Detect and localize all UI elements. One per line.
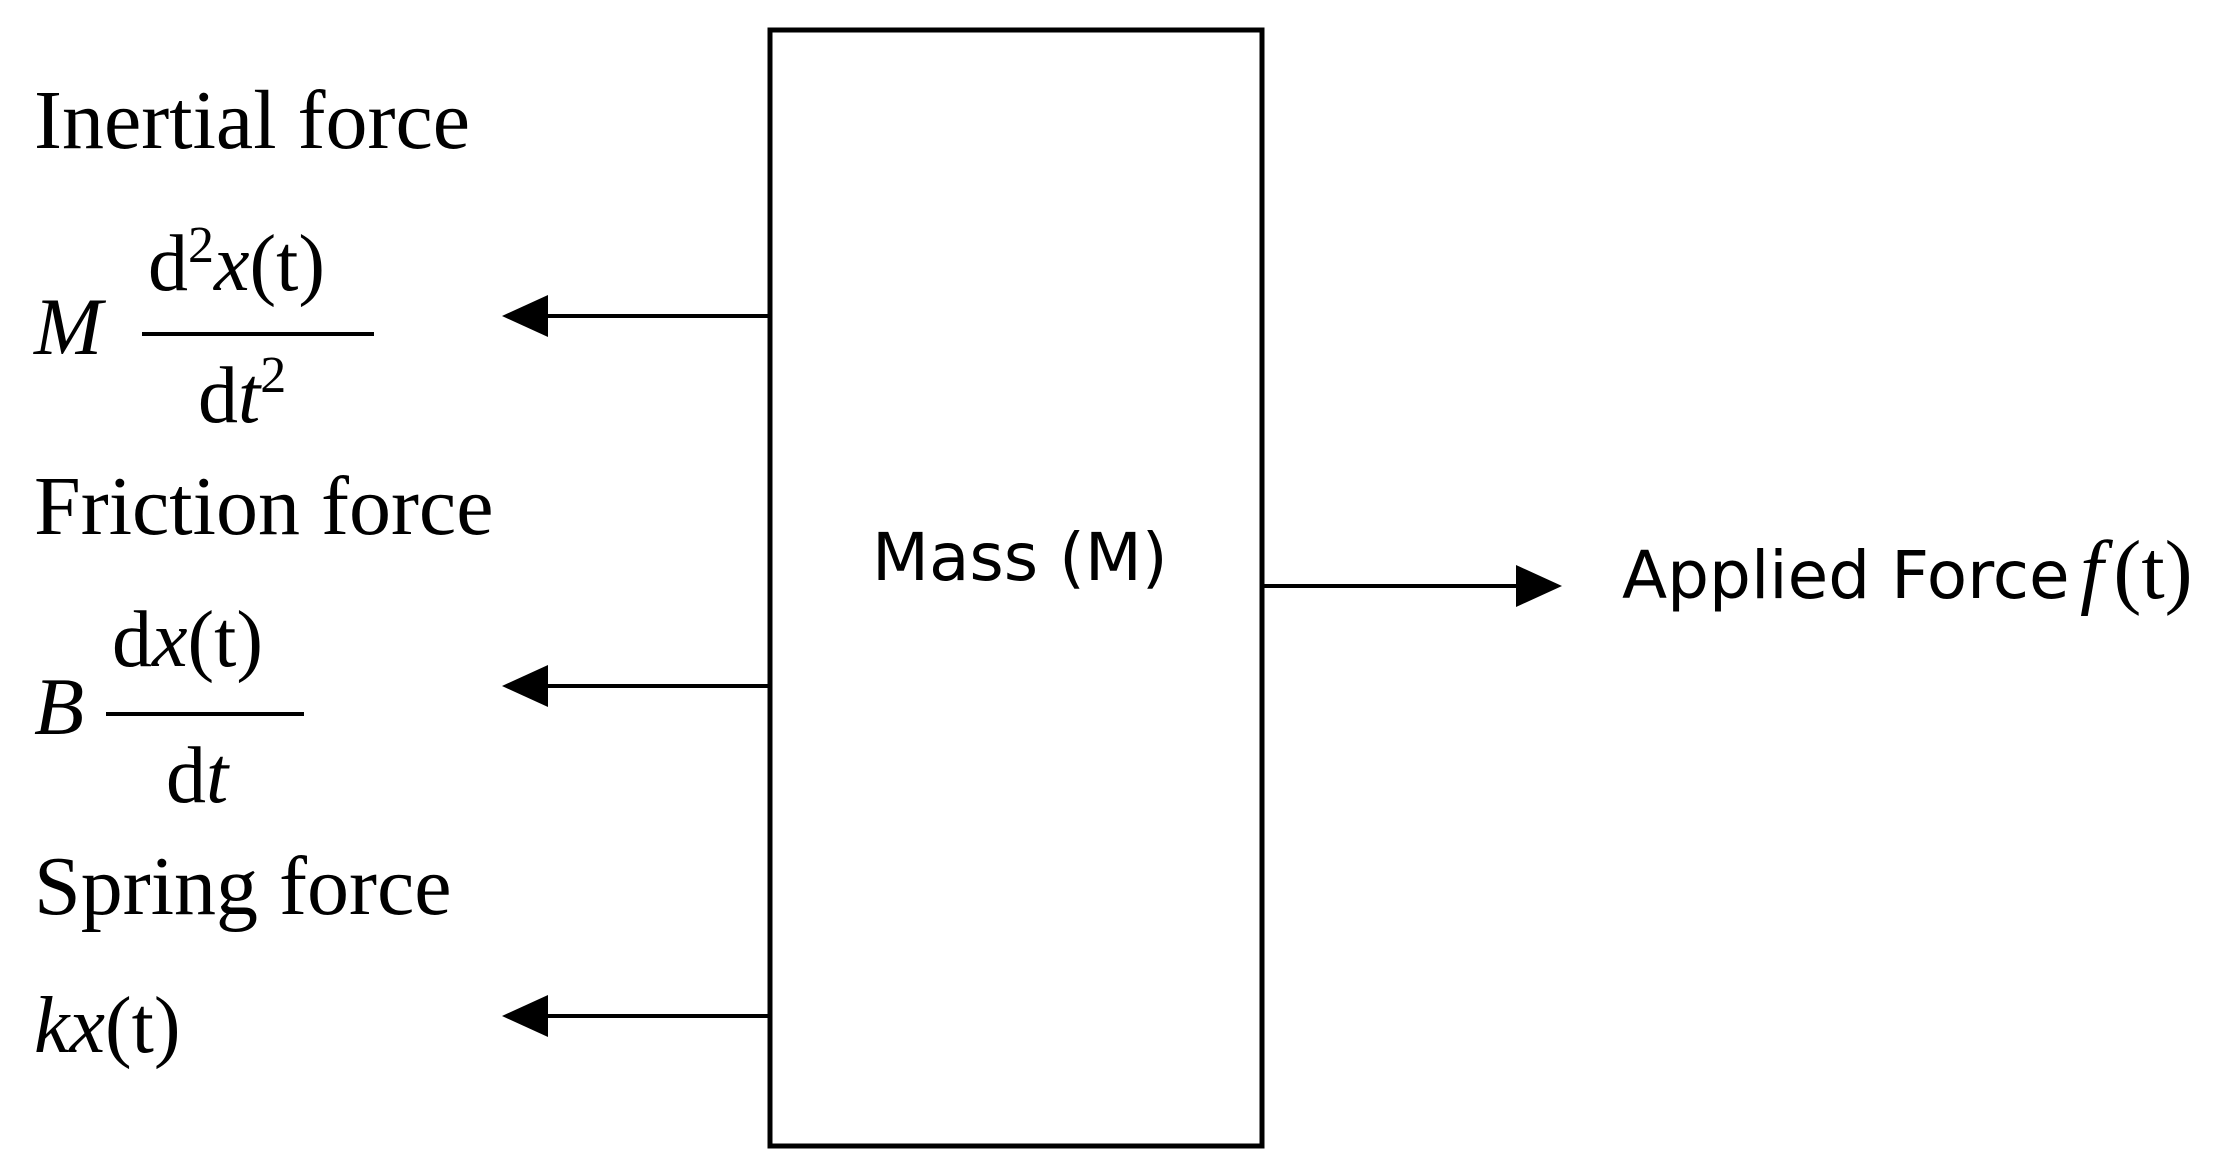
inertial-force-arrowhead	[502, 295, 548, 337]
friction-numerator: dx(t)	[112, 596, 263, 684]
inertial-denominator: dt2	[198, 347, 286, 440]
applied-force-label: Applied Force	[1622, 537, 2070, 614]
friction-force-arrowhead	[502, 665, 548, 707]
spring-force-label: Spring force	[34, 840, 452, 933]
spring-expression: kx(t)	[34, 982, 181, 1070]
friction-force-label: Friction force	[34, 460, 494, 553]
friction-denominator: dt	[166, 732, 230, 820]
inertial-coefficient: M	[33, 281, 107, 372]
applied-force-symbol: f(t)	[2080, 524, 2193, 617]
friction-coefficient: B	[34, 661, 84, 752]
inertial-force-label: Inertial force	[34, 74, 470, 167]
mass-block-label: Mass (M)	[872, 519, 1168, 596]
inertial-numerator: d2x(t)	[148, 217, 325, 308]
applied-force-arrowhead	[1516, 565, 1562, 607]
spring-force-arrowhead	[502, 995, 548, 1037]
mass-block	[767, 27, 1265, 1149]
